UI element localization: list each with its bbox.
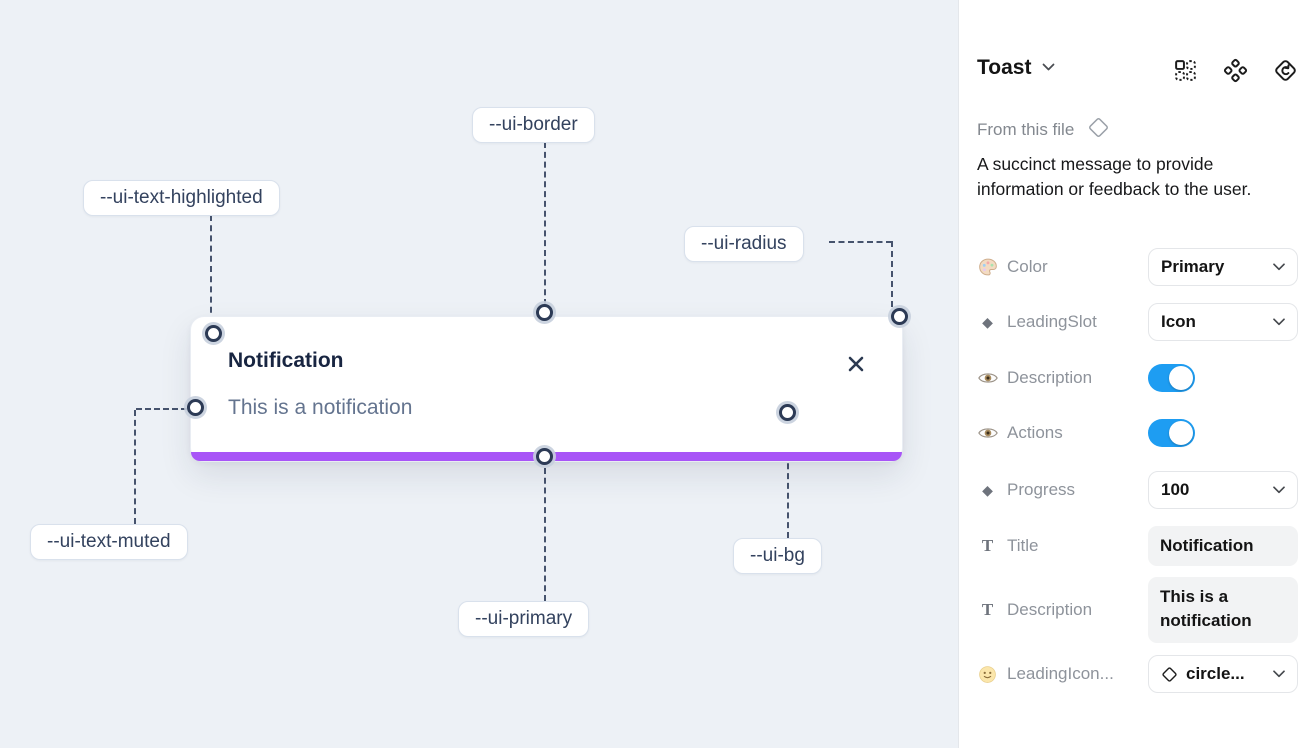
- select-value: Primary: [1161, 257, 1225, 276]
- prop-label: Title: [1007, 536, 1039, 555]
- prop-label: Description: [1007, 600, 1093, 619]
- connector-line-bg: [787, 424, 789, 538]
- select-value: Icon: [1161, 312, 1196, 331]
- leadingslot-select[interactable]: Icon: [1148, 303, 1298, 341]
- swap-instance-icon[interactable]: [1273, 58, 1298, 83]
- prop-label: Color: [1007, 257, 1048, 276]
- prop-row-leadingicon: LeadingIcon... circle...: [977, 655, 1298, 693]
- chevron-down-icon: [1273, 318, 1285, 326]
- color-select[interactable]: Primary: [1148, 248, 1298, 286]
- prop-row-description-text: T Description This is a notification: [977, 577, 1298, 643]
- connector-line-radius-h: [829, 241, 892, 243]
- anchor-radius[interactable]: [891, 308, 908, 325]
- diamond-outline-icon: [1087, 116, 1110, 144]
- actions-toggle[interactable]: [1148, 419, 1195, 447]
- chevron-down-icon: [1273, 486, 1285, 494]
- anchor-border[interactable]: [536, 304, 553, 321]
- toast-component-preview: Notification This is a notification: [190, 316, 903, 462]
- chevron-down-icon[interactable]: [1042, 59, 1055, 77]
- connector-line-radius-v: [891, 241, 893, 307]
- component-title: Toast: [977, 56, 1032, 79]
- toast-description: This is a notification: [228, 396, 413, 419]
- title-field[interactable]: Notification: [1148, 525, 1298, 567]
- prop-label: LeadingIcon...: [1007, 664, 1114, 683]
- prop-row-progress: ◆ Progress 100: [977, 471, 1298, 509]
- toast-title: Notification: [228, 349, 344, 372]
- palette-icon: [977, 257, 998, 277]
- prop-row-description-toggle: Description: [977, 364, 1298, 392]
- properties-panel: Toast: [958, 0, 1312, 748]
- close-icon[interactable]: [843, 351, 869, 377]
- select-value: 100: [1161, 480, 1190, 499]
- prop-label: Progress: [1007, 480, 1076, 499]
- instance-grid-icon[interactable]: [1173, 58, 1198, 83]
- anchor-text-highlighted[interactable]: [205, 325, 222, 342]
- component-icon[interactable]: [1223, 58, 1248, 83]
- description-field[interactable]: This is a notification: [1148, 577, 1298, 643]
- chevron-down-icon: [1273, 263, 1285, 271]
- text-icon: T: [981, 600, 994, 619]
- prop-label: LeadingSlot: [1007, 312, 1097, 331]
- connector-line-text-highlighted: [210, 215, 212, 323]
- connector-line-border: [544, 142, 546, 305]
- anchor-text-muted[interactable]: [187, 399, 204, 416]
- prop-row-actions-toggle: Actions: [977, 419, 1298, 447]
- progress-select[interactable]: 100: [1148, 471, 1298, 509]
- select-value: circle...: [1186, 664, 1245, 683]
- connector-line-text-muted-v: [134, 410, 136, 524]
- diamond-icon: ◆: [982, 481, 993, 498]
- diamond-outline-icon: [1162, 666, 1177, 682]
- toggle-knob: [1169, 366, 1193, 390]
- prop-row-leadingslot: ◆ LeadingSlot Icon: [977, 303, 1298, 341]
- canvas: --ui-border --ui-text-highlighted --ui-r…: [0, 0, 958, 748]
- css-var-label-ui-primary: --ui-primary: [458, 601, 590, 637]
- css-var-label-ui-radius: --ui-radius: [684, 226, 804, 262]
- toggle-knob: [1169, 421, 1193, 445]
- prop-label: Description: [1007, 368, 1093, 387]
- anchor-bg[interactable]: [779, 404, 796, 421]
- component-description: A succinct message to provide informatio…: [977, 154, 1252, 200]
- description-toggle[interactable]: [1148, 364, 1195, 392]
- smiley-icon: [977, 665, 998, 684]
- prop-label: Actions: [1007, 423, 1063, 442]
- css-var-label-ui-text-muted: --ui-text-muted: [30, 524, 188, 560]
- chevron-down-icon: [1273, 670, 1285, 678]
- eye-icon: [977, 371, 998, 385]
- eye-icon: [977, 426, 998, 440]
- text-icon: T: [981, 536, 994, 555]
- css-var-label-ui-border: --ui-border: [472, 107, 595, 143]
- css-var-label-ui-bg: --ui-bg: [733, 538, 822, 574]
- anchor-primary[interactable]: [536, 448, 553, 465]
- source-label: From this file: [977, 120, 1075, 139]
- connector-line-primary: [544, 468, 546, 601]
- css-var-label-ui-text-highlighted: --ui-text-highlighted: [83, 180, 280, 216]
- connector-line-text-muted-h: [136, 408, 187, 410]
- diamond-icon: ◆: [982, 313, 993, 330]
- prop-row-color: Color Primary: [977, 248, 1298, 286]
- prop-row-title: T Title Notification: [977, 525, 1298, 567]
- leadingicon-select[interactable]: circle...: [1148, 655, 1298, 693]
